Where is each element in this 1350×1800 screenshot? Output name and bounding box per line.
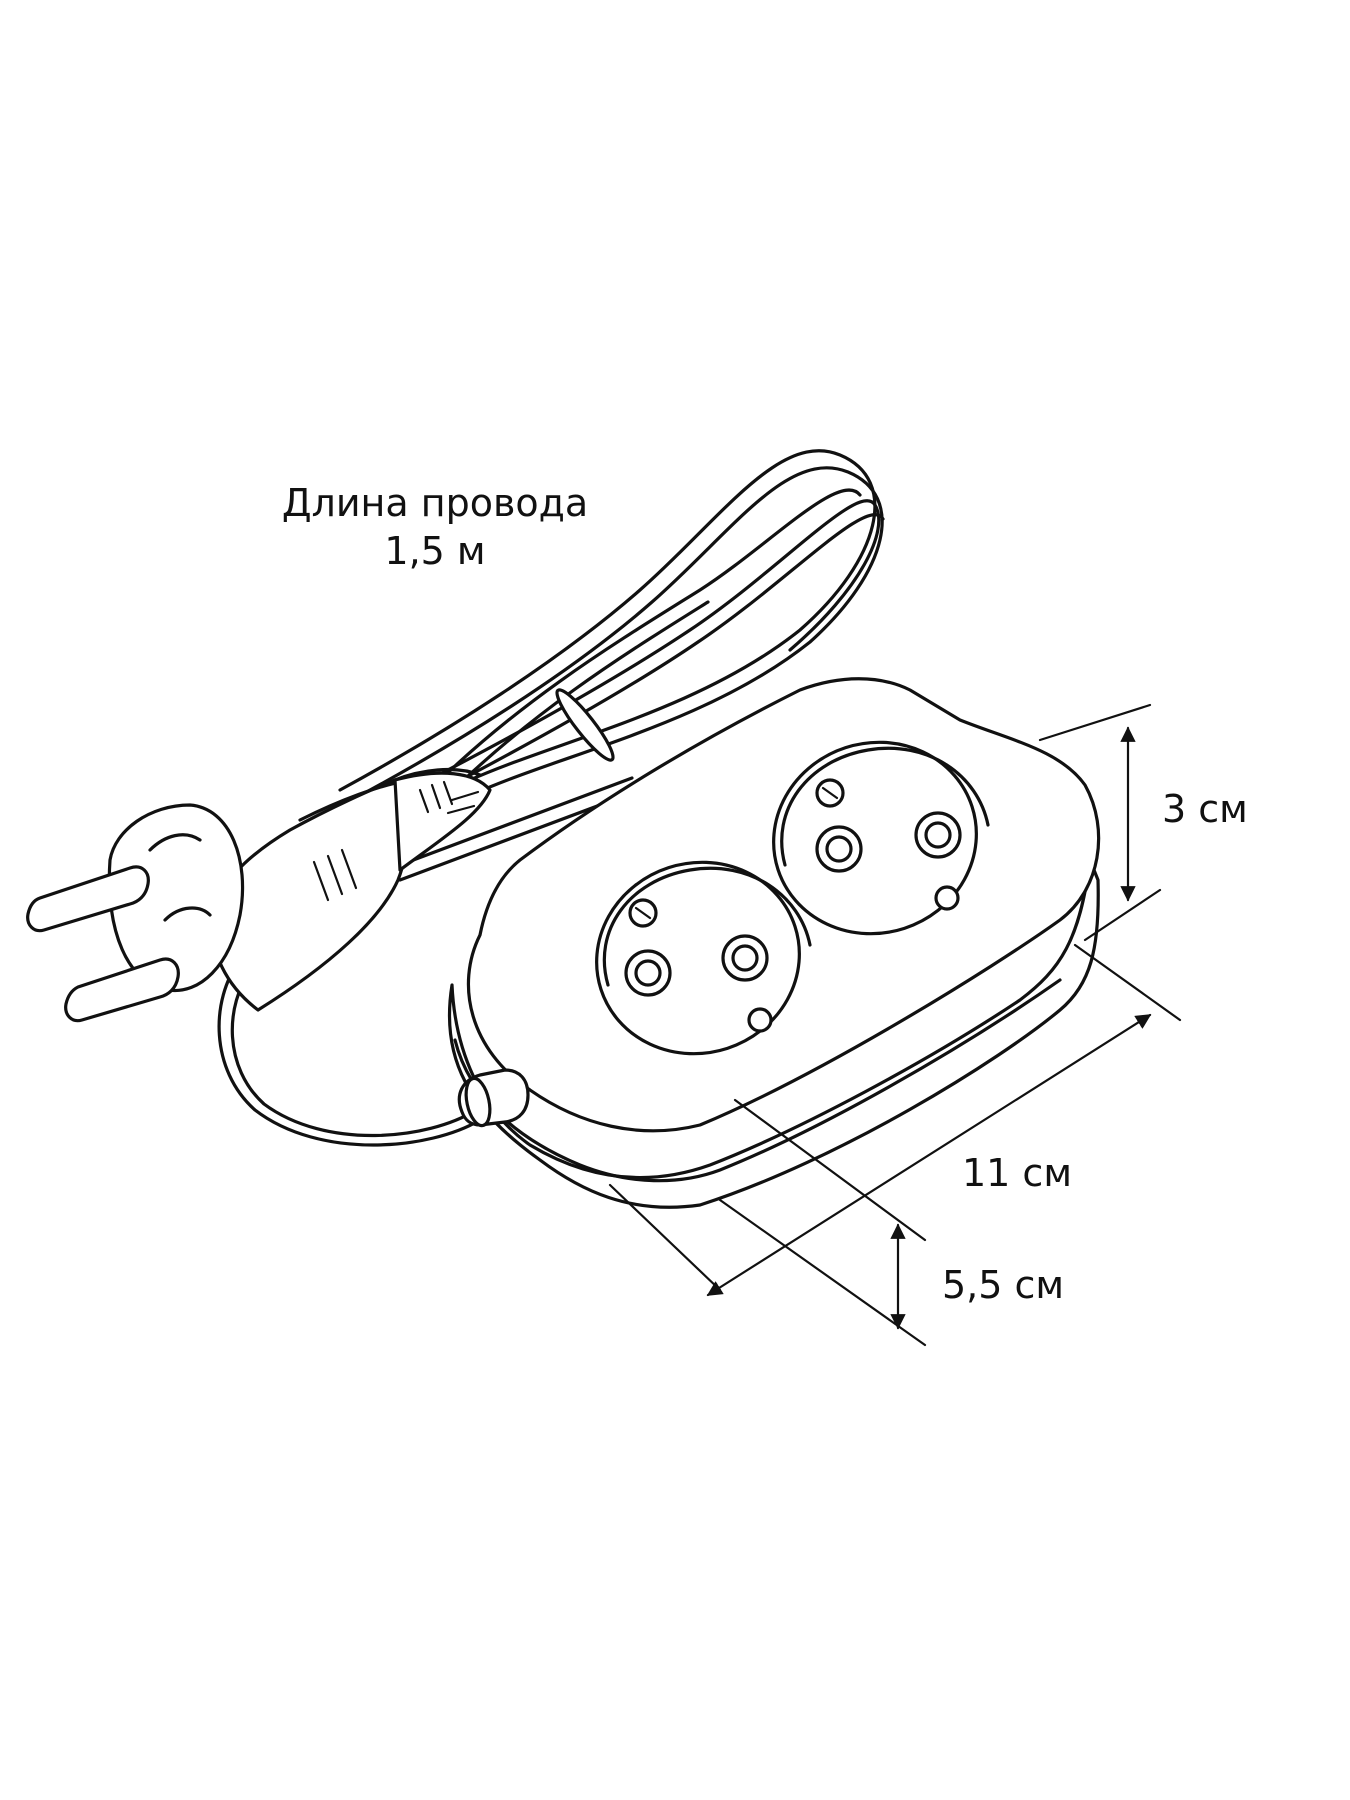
- plug: [26, 767, 492, 1023]
- height-extension-bottom: [1083, 888, 1162, 942]
- plug-pin-top: [26, 865, 150, 933]
- socket-outlet-2: [772, 740, 990, 936]
- cord-length-label: Длина провода 1,5 м: [255, 480, 615, 575]
- length-arrow: [706, 1013, 1152, 1297]
- cord-tie: [555, 688, 615, 762]
- power-cord: [217, 449, 885, 1147]
- height-dimension-label: 3 см: [1162, 787, 1248, 831]
- cord-length-title: Длина провода: [281, 481, 589, 525]
- height-extension-top: [1038, 703, 1152, 742]
- plug-strain-relief: [393, 771, 492, 872]
- length-extension-right: [1073, 943, 1182, 1022]
- width-extension-top: [733, 1098, 927, 1242]
- dimension-lines: [608, 703, 1182, 1347]
- cord-length-value: 1,5 м: [384, 528, 486, 573]
- width-dimension-label: 5,5 см: [942, 1263, 1065, 1307]
- plug-face: [107, 803, 245, 993]
- plug-pin-bottom: [64, 957, 180, 1023]
- socket-outlet-1: [595, 860, 812, 1056]
- length-dimension-label: 11 см: [962, 1151, 1072, 1195]
- length-extension-left: [608, 1183, 722, 1292]
